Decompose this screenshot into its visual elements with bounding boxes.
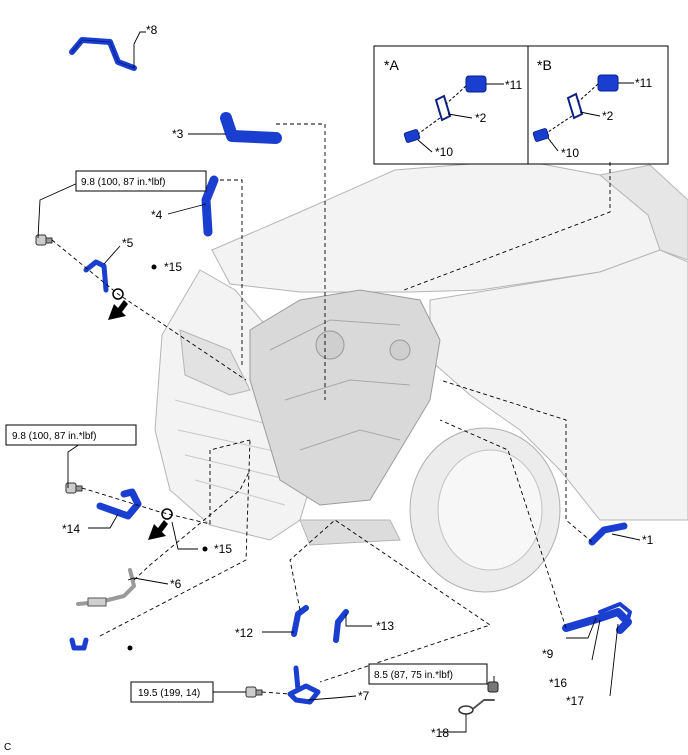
callout-5: *5 — [122, 236, 134, 250]
hose-8 — [69, 37, 137, 71]
dashed-leaders — [51, 123, 611, 695]
callout-15b: *15 — [214, 542, 232, 556]
bolt-top — [35, 234, 53, 246]
corner-code: C — [4, 742, 11, 753]
hose-1 — [588, 522, 628, 546]
callout-2a: *2 — [475, 111, 487, 125]
callout-labels: *8 *11 *2 *10 *11 *2 *10 *3 *4 *5 *15 *1… — [62, 23, 654, 740]
gasket-15-bottom — [161, 508, 173, 520]
bolt-7 — [245, 686, 263, 698]
ground-18 — [473, 699, 495, 709]
callout-12: *12 — [235, 626, 253, 640]
highlighted-parts — [35, 37, 632, 715]
svg-text:8.5 (87, 75 in.*lbf): 8.5 (87, 75 in.*lbf) — [374, 670, 453, 681]
bolt-mid — [65, 482, 83, 494]
vehicle-illustration — [154, 159, 688, 593]
svg-text:9.8 (100, 87 in.*lbf): 9.8 (100, 87 in.*lbf) — [12, 431, 97, 442]
bullet-dots — [127, 264, 208, 651]
callout-3: *3 — [172, 127, 184, 141]
hose-9 — [562, 608, 632, 634]
svg-text:9.8 (100, 87 in.*lbf): 9.8 (100, 87 in.*lbf) — [81, 177, 166, 188]
callout-17: *17 — [566, 694, 584, 708]
hose-12 — [291, 605, 309, 637]
inset-b-parts — [532, 74, 619, 142]
callout-16: *16 — [549, 676, 567, 690]
torque-spec-3: 19.5 (199, 14) — [130, 681, 214, 703]
arrow-top — [108, 300, 128, 320]
callout-10a: *10 — [435, 145, 453, 159]
callout-4: *4 — [151, 208, 163, 222]
callout-9: *9 — [542, 647, 554, 661]
callout-7: *7 — [358, 689, 370, 703]
callout-8: *8 — [146, 23, 158, 37]
callout-1: *1 — [642, 533, 654, 547]
hose-4 — [201, 175, 219, 237]
inset-boxes: *A *B — [373, 45, 669, 165]
inset-label-a: *A — [384, 57, 399, 73]
callout-13: *13 — [376, 619, 394, 633]
hose-14 — [96, 488, 142, 520]
bracket-7 — [287, 665, 321, 705]
hose-13 — [333, 609, 349, 643]
callout-11b: *11 — [635, 76, 652, 90]
arrow-markers — [108, 300, 168, 540]
hose-3 — [220, 112, 282, 144]
callout-15a: *15 — [164, 260, 182, 274]
inset-label-b: *B — [537, 57, 552, 73]
callout-6: *6 — [170, 577, 182, 591]
arrow-bottom — [148, 520, 168, 540]
callout-11a: *11 — [505, 78, 522, 92]
callout-leaders — [37, 31, 641, 733]
callout-18: *18 — [431, 726, 449, 740]
inset-frame — [373, 45, 669, 165]
hose-5 — [83, 259, 109, 293]
gasket-15-top — [112, 288, 124, 300]
callout-14: *14 — [62, 522, 80, 536]
torque-spec-1: 9.8 (100, 87 in.*lbf) — [75, 170, 207, 192]
inset-a-parts — [403, 75, 487, 143]
svg-text:19.5 (199, 14): 19.5 (199, 14) — [138, 688, 200, 699]
torque-spec-4: 8.5 (87, 75 in.*lbf) — [368, 663, 488, 685]
torque-spec-2: 9.8 (100, 87 in.*lbf) — [5, 424, 137, 446]
callout-10b: *10 — [561, 146, 579, 160]
callout-2b: *2 — [602, 109, 614, 123]
clip-bottom — [69, 637, 89, 651]
